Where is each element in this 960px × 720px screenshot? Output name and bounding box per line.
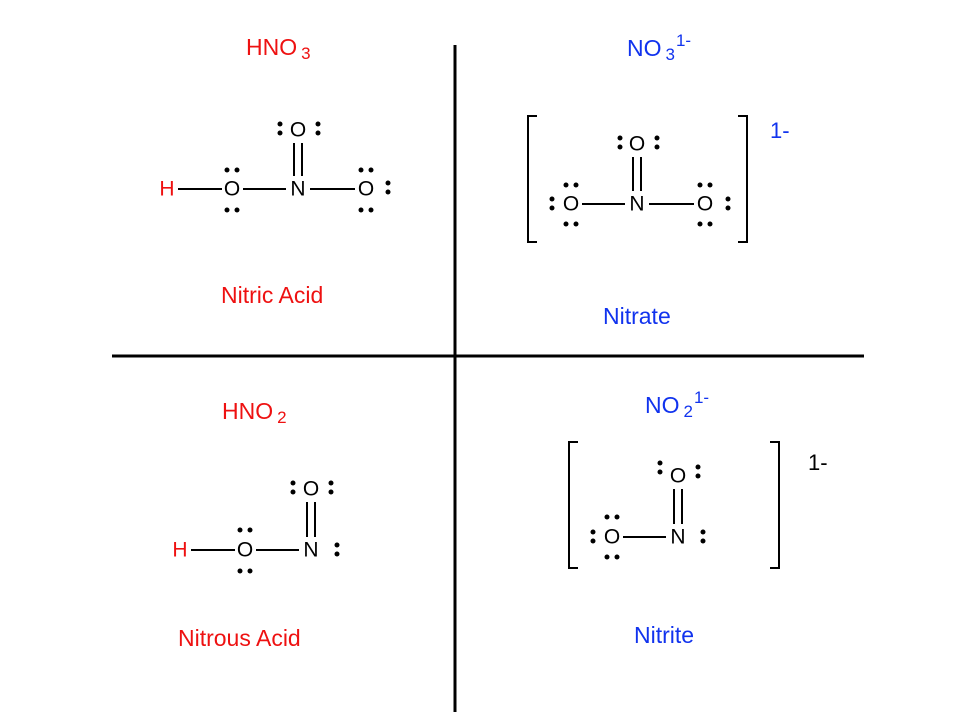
nitric-acid-n-atom: N (290, 178, 305, 201)
nitric-acid-o-right-atom: O (358, 178, 374, 201)
nitrite-o-top-atom: O (670, 465, 686, 488)
nitric-acid-lone-pairs (224, 121, 391, 213)
nitrous-acid-name: Nitrous Acid (178, 625, 301, 651)
nitrate-o-left-atom: O (563, 193, 579, 216)
nitrite-bonds (623, 489, 683, 538)
nitrite-brackets (568, 441, 780, 569)
nitrite-n-atom: N (670, 526, 685, 549)
nitric-acid-o-top-atom: O (290, 119, 306, 142)
nitrate-n-atom: N (629, 193, 644, 216)
nitrous-acid-n-atom: N (303, 539, 318, 562)
nitrate-structure: O N O O (527, 115, 748, 243)
nitrite-structure: O N O (568, 441, 780, 569)
nitrite-lone-pairs (590, 460, 706, 560)
nitrous-acid-structure: H O N O (172, 478, 340, 574)
nitrous-acid-lone-pairs (237, 480, 340, 574)
nitric-acid-o-left-atom: O (224, 178, 240, 201)
nitrate-o-top-atom: O (629, 133, 645, 156)
nitrite-o-left-atom: O (604, 526, 620, 549)
nitrous-acid-o-top-atom: O (303, 478, 319, 501)
nitric-acid-name: Nitric Acid (221, 282, 324, 308)
nitrate-name: Nitrate (603, 303, 671, 329)
nitrate-bonds (582, 157, 694, 205)
nitrous-acid-o-left-atom: O (237, 539, 253, 562)
nitrate-o-right-atom: O (697, 193, 713, 216)
nitrate-charge: 1- (770, 118, 790, 143)
nitrous-acid-h-atom: H (172, 539, 187, 562)
nitrous-acid-bonds (191, 502, 316, 551)
nitrite-name: Nitrite (634, 622, 695, 648)
nitric-acid-structure: H O N O O (159, 119, 391, 213)
nitric-acid-h-atom: H (159, 178, 174, 201)
nitric-acid-bonds (178, 143, 355, 190)
nitrate-brackets (527, 115, 748, 243)
nitrate-lone-pairs (549, 135, 731, 227)
nitrite-charge: 1- (808, 450, 828, 475)
